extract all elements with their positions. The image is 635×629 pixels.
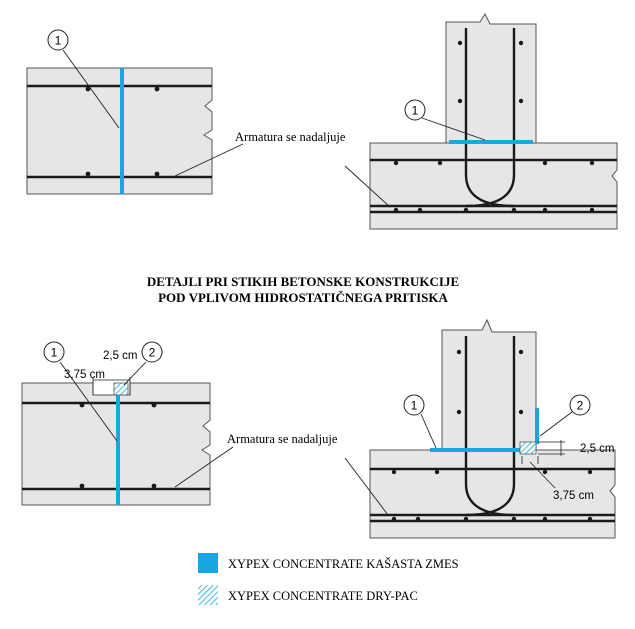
- rebar-dot: [518, 40, 524, 46]
- rebar-dot: [542, 516, 548, 522]
- rebar-dot: [463, 516, 469, 522]
- rebar-dot: [587, 516, 593, 522]
- callout-number: 1: [411, 399, 418, 413]
- dimension-label: 2,5 cm: [103, 350, 138, 362]
- label-armatura: Armatura se nadaljuje: [235, 130, 346, 144]
- rebar-dot: [393, 160, 399, 166]
- label-armatura: Armatura se nadaljuje: [227, 432, 338, 446]
- rebar-dot: [456, 409, 462, 415]
- legend-label-drypac: XYPEX CONCENTRATE DRY-PAC: [228, 589, 418, 603]
- rebar-dot: [463, 207, 469, 213]
- leader-line: [344, 457, 389, 516]
- dimension-label: 3,75 cm: [553, 490, 594, 502]
- rebar-dot: [85, 86, 91, 92]
- xypex-drypac-groove: [519, 441, 537, 455]
- rebar-dot: [85, 171, 91, 177]
- rebar-dot: [542, 160, 548, 166]
- rebar-dot: [391, 516, 397, 522]
- leader-line: [539, 411, 573, 437]
- rebar-dot: [457, 98, 463, 104]
- rebar-dot: [589, 160, 595, 166]
- rebar-dot: [393, 207, 399, 213]
- xypex-slurry-joint: [430, 448, 520, 452]
- rebar-dot: [542, 469, 548, 475]
- xypex-slurry-joint: [120, 68, 124, 194]
- rebar-dot: [434, 469, 440, 475]
- rebar-dot: [154, 86, 160, 92]
- callout-circle: [569, 394, 591, 416]
- slab-concrete: [369, 142, 618, 230]
- callout-number: 1: [51, 346, 58, 360]
- callout-circle: [141, 341, 163, 363]
- legend-swatch-slurry: [198, 553, 218, 573]
- rebar-dot: [518, 409, 524, 415]
- dimension-label: 3,75 cm: [64, 369, 105, 381]
- rebar-dot: [151, 402, 157, 408]
- callout-circle: [404, 99, 426, 121]
- rebar-dot: [391, 469, 397, 475]
- callout-circle: [43, 341, 65, 363]
- title-line-1: DETAJLI PRI STIKIH BETONSKE KONSTRUKCIJE: [147, 274, 459, 289]
- rebar-dot: [511, 207, 517, 213]
- leader-line: [62, 49, 120, 129]
- leader-line: [59, 361, 118, 442]
- leader-line: [529, 461, 556, 489]
- detail-bottom-left: 1 2: [21, 341, 234, 506]
- callout-number: 2: [149, 346, 156, 360]
- leader-line: [421, 117, 486, 141]
- legend-swatch-drypac: [198, 585, 218, 605]
- xypex-slurry-joint: [535, 408, 539, 444]
- rebar-dot: [457, 40, 463, 46]
- legend: XYPEX CONCENTRATE KAŠASTA ZMES XYPEX CON…: [198, 553, 459, 605]
- xypex-drypac-groove: [113, 382, 129, 396]
- rebar-dot: [79, 402, 85, 408]
- leader-line: [344, 165, 391, 208]
- slab-concrete: [26, 67, 213, 195]
- callout-circle: [403, 394, 425, 416]
- callout-circle: [47, 29, 69, 51]
- callout-number: 1: [55, 34, 62, 48]
- detail-top-right: 1: [344, 12, 618, 230]
- rebar-dot: [456, 349, 462, 355]
- leader-line: [174, 446, 234, 488]
- rebar-dot: [518, 98, 524, 104]
- xypex-slurry-joint: [116, 395, 120, 505]
- leader-line: [123, 361, 147, 386]
- dimension-label: 2,5 cm: [580, 443, 615, 455]
- rebar-dot: [154, 171, 160, 177]
- detail-bottom-right: 1 2: [344, 318, 616, 539]
- callout-number: 1: [412, 104, 419, 118]
- rebar-dot: [151, 483, 157, 489]
- leader-line: [174, 143, 244, 177]
- rebar-dot: [518, 349, 524, 355]
- rebar-dot: [589, 207, 595, 213]
- callout-number: 2: [577, 399, 584, 413]
- rebar-dot: [587, 469, 593, 475]
- rebar-dot: [79, 483, 85, 489]
- legend-label-slurry: XYPEX CONCENTRATE KAŠASTA ZMES: [228, 557, 459, 571]
- rebar-dot: [437, 160, 443, 166]
- rebar-dot: [542, 207, 548, 213]
- rebar-dot: [511, 516, 517, 522]
- leader-line: [420, 413, 437, 449]
- rebar-dot: [415, 516, 421, 522]
- xypex-slurry-joint: [449, 140, 533, 144]
- rebar-dot: [417, 207, 423, 213]
- wall-concrete: [445, 12, 537, 144]
- detail-top-left: 1: [26, 29, 244, 195]
- wall-concrete: [441, 318, 537, 451]
- title-line-2: POD VPLIVOM HIDROSTATIČNEGA PRITISKA: [158, 290, 448, 305]
